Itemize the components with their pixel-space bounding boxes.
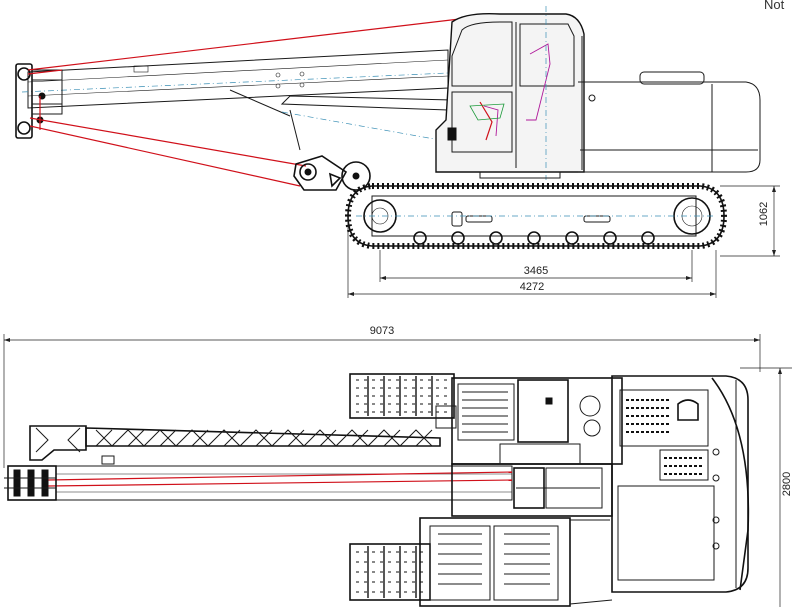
side-lift-cylinder: [229, 89, 453, 151]
track-rollers: [413, 231, 655, 245]
dim-overall-length: 9073: [370, 325, 394, 337]
top-engine-hood: [611, 375, 750, 593]
top-track-upper: [349, 373, 455, 419]
top-cab-grid: [419, 517, 613, 607]
top-main-boom: [4, 465, 513, 501]
dim-track-length: 4272: [520, 281, 544, 293]
side-cab: [435, 6, 585, 180]
side-view: 1062 3465 4272: [15, 6, 780, 298]
top-superstructure: [435, 377, 623, 517]
note-label: Not: [764, 0, 785, 12]
top-length-dimension: [3, 334, 761, 468]
side-ropes: [27, 17, 469, 187]
dim-track-height: 1062: [758, 202, 770, 226]
side-upper-body: [479, 71, 761, 179]
dim-overall-width: 2800: [781, 472, 792, 496]
side-boom-head: [15, 63, 63, 139]
side-hook-block: [293, 155, 371, 191]
top-lattice-jib: [29, 425, 441, 465]
side-crawler: [344, 183, 728, 249]
side-dimensions: [347, 185, 780, 298]
top-track-lower: [349, 543, 431, 601]
dim-tumbler-distance: 3465: [524, 265, 548, 277]
top-width-dimension: [740, 367, 792, 607]
top-view: 9073 2800: [3, 325, 792, 607]
